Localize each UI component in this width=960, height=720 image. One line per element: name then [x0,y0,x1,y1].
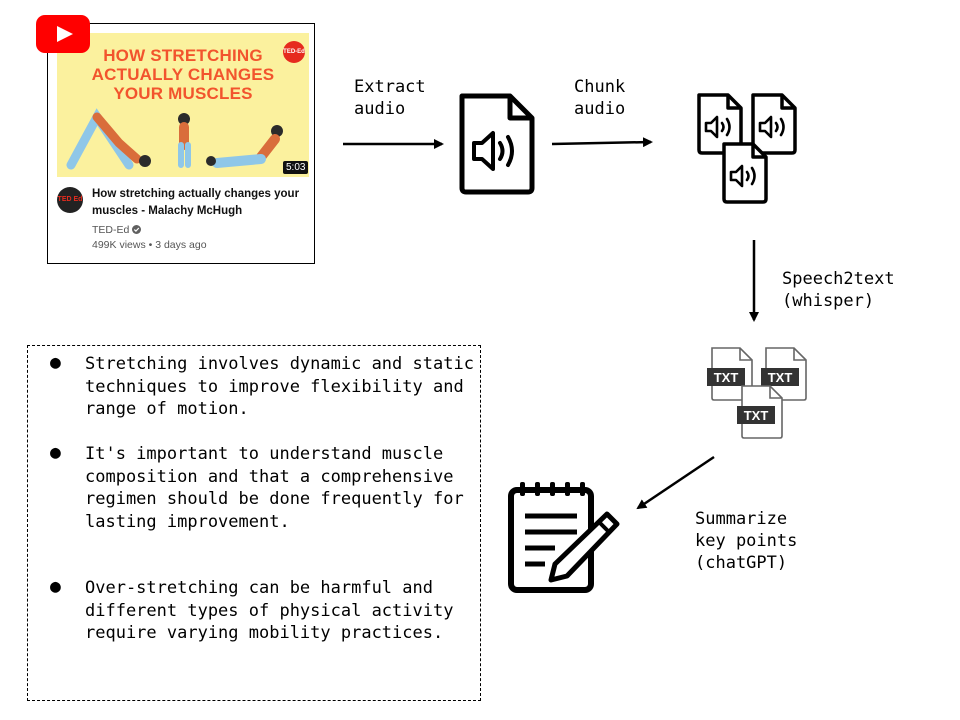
youtube-logo-icon [36,15,90,53]
channel-avatar[interactable]: TED Ed [57,187,83,213]
stretching-illustration [66,108,283,170]
thumbnail-title-line: YOUR MUSCLES [113,84,253,103]
thumbnail-title-line: HOW STRETCHING [103,46,263,65]
video-duration: 5:03 [283,161,309,174]
video-title[interactable]: How stretching actually changes your mus… [92,188,300,217]
txt-label: TXT [768,370,793,385]
ted-badge: TED-Ed [283,41,305,63]
verified-check-icon [132,225,142,234]
video-thumbnail[interactable]: HOW STRETCHING ACTUALLY CHANGES YOUR MUS… [57,33,309,177]
bullet-marker: ● [50,576,61,597]
video-stats: 499K views • 3 days ago [92,239,207,251]
channel-name-text: TED-Ed [92,224,130,236]
txt-file-icon: TXT [737,385,783,439]
summary-box [27,345,481,701]
step-label-extract: Extract audio [354,77,426,119]
audio-file-icon [459,93,535,195]
summary-bullet: Stretching involves dynamic and static t… [85,354,474,419]
channel-name[interactable]: TED-Ed [92,224,142,236]
bullet-marker: ● [50,352,61,373]
bullet-marker: ● [50,442,61,463]
txt-label: TXT [714,370,739,385]
arrow-summarize [636,455,715,510]
step-label-speech2text: Speech2text (whisper) [782,269,895,311]
audio-chunk-icon [751,93,797,155]
step-label-chunk: Chunk audio [574,77,626,119]
step-label-summarize: Summarize key points (chatGPT) [695,509,798,573]
thumbnail-title-line: ACTUALLY CHANGES [91,65,275,84]
summary-bullet: It's important to understand muscle comp… [85,444,464,532]
audio-chunk-icon [722,142,768,204]
arrow-chunk [551,137,653,148]
txt-label: TXT [744,408,769,423]
notepad-pencil-icon [508,482,620,593]
summary-bullet: Over-stretching can be harmful and diffe… [85,578,454,643]
